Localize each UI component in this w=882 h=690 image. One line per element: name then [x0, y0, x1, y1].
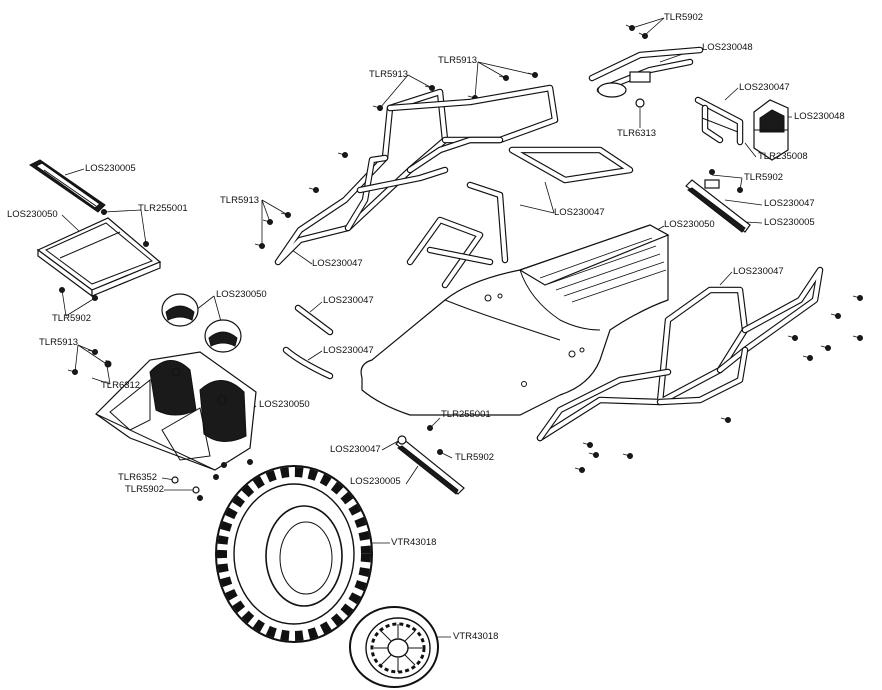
- callout-los230047-bumper: LOS230047: [739, 82, 790, 93]
- callout-tlr235008: TLR235008: [758, 151, 808, 162]
- callout-los230050-helmet: LOS230050: [216, 289, 267, 300]
- rear-roll-cage-part: [536, 266, 824, 442]
- callout-los230050-seat: LOS230050: [259, 399, 310, 410]
- right-side-rail-part: [685, 179, 751, 233]
- callout-tlr6313: TLR6313: [617, 128, 657, 139]
- loose-tube-parts: [282, 304, 334, 380]
- callout-tlr5902-seat: TLR5902: [125, 484, 165, 495]
- callout-tlr6352: TLR6352: [118, 472, 158, 483]
- hardware-screws: [67, 24, 863, 501]
- wheel-part: [349, 606, 439, 688]
- callout-tlr5902-rail: TLR5902: [455, 452, 495, 463]
- callout-los230005-rail: LOS230005: [350, 476, 401, 487]
- center-step-rail-part: [395, 435, 465, 495]
- callout-tlr5913-seat: TLR5913: [39, 337, 79, 348]
- callout-tlr5913-cage-top: TLR5913: [438, 55, 478, 66]
- callout-los230047-front-cage: LOS230047: [312, 258, 363, 269]
- callout-los230005-right: LOS230005: [764, 217, 815, 228]
- callout-tlr5902-right: TLR5902: [744, 172, 784, 183]
- callout-los230048-upper: LOS230048: [702, 42, 753, 53]
- callout-los230047-rail: LOS230047: [330, 444, 381, 455]
- hood-plate-part: [36, 209, 162, 301]
- callout-los230047-center: LOS230047: [554, 207, 605, 218]
- seat-assembly-part: [95, 351, 257, 471]
- callout-los230047-rear-cage: LOS230047: [733, 266, 784, 277]
- upper-side-bars-part: [588, 46, 704, 98]
- upper-roll-cage-part: [274, 84, 559, 266]
- rear-bumper-part: [694, 96, 744, 146]
- callout-tlr5913-front: TLR5913: [220, 195, 260, 206]
- callout-los230005-left: LOS230005: [85, 163, 136, 174]
- callout-los230048-box: LOS230048: [794, 111, 845, 122]
- center-bar-frame-part: [406, 146, 634, 289]
- callout-tlr255001-hood: TLR255001: [138, 203, 188, 214]
- callout-los230050-body: LOS230050: [664, 219, 715, 230]
- callout-tlr5913-cage-left: TLR5913: [369, 69, 409, 80]
- callout-tlr5902-upper: TLR5902: [664, 12, 704, 23]
- battery-box-part: [753, 99, 789, 161]
- main-body-shell-part: [360, 224, 670, 416]
- helmet-parts: [161, 293, 242, 353]
- callout-tlr5902-hood: TLR5902: [52, 313, 92, 324]
- callout-tlr6312: TLR6312: [101, 380, 141, 391]
- callout-los230047-tube-b: LOS230047: [323, 345, 374, 356]
- callout-vtr43018-wheel: VTR43018: [453, 631, 499, 642]
- callout-los230047-right: LOS230047: [764, 198, 815, 209]
- callout-tlr255001-rail: TLR255001: [441, 409, 491, 420]
- callout-los230047-tube-a: LOS230047: [323, 295, 374, 306]
- tire-part: [215, 465, 373, 643]
- side-panel-part: [29, 159, 106, 213]
- callout-vtr43018-tire: VTR43018: [391, 537, 437, 548]
- callout-los230050-hood: LOS230050: [7, 209, 58, 220]
